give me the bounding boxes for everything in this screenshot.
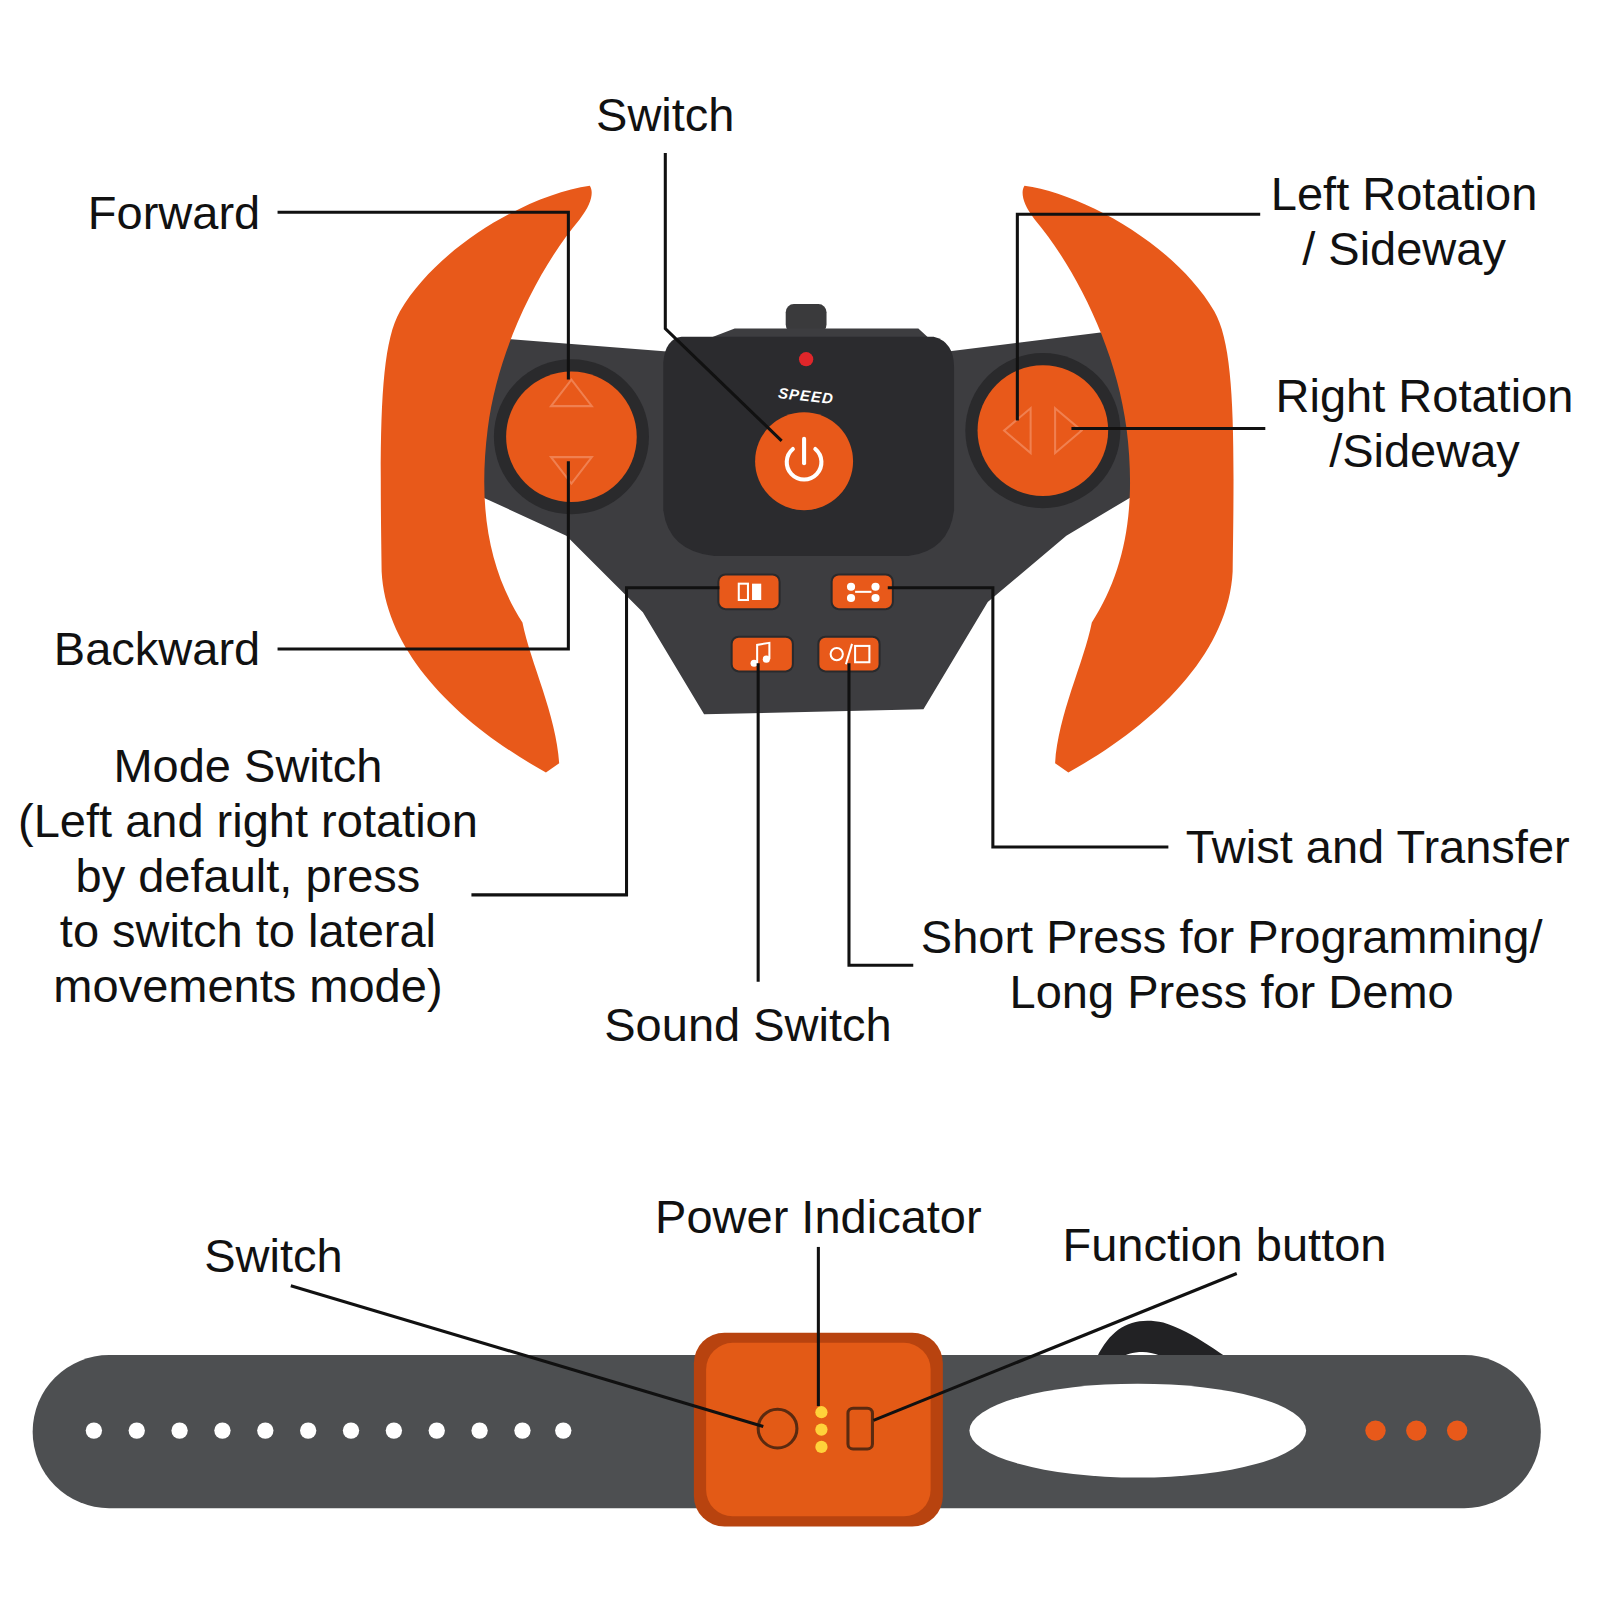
leader-line	[849, 663, 913, 965]
left-pad-ring	[494, 359, 649, 514]
power-lights	[815, 1441, 827, 1453]
strap-hole	[969, 1384, 1306, 1478]
power-lights	[815, 1406, 827, 1418]
controller-body	[478, 329, 1135, 715]
watch-switch	[758, 1409, 797, 1448]
leader-line	[873, 1273, 1236, 1420]
button-icon	[739, 584, 748, 600]
power-button	[755, 412, 853, 510]
button-icon	[763, 656, 770, 663]
leader-line	[1071, 427, 1265, 430]
strap-holes	[257, 1422, 273, 1438]
strap-studs	[1365, 1420, 1385, 1440]
callout-label: Switch	[204, 1228, 342, 1283]
callout-label: Short Press for Programming/ Long Press …	[921, 909, 1543, 1019]
leader-line	[817, 1247, 820, 1406]
button-icon	[751, 660, 758, 667]
remote-controller	[381, 186, 1234, 773]
strap-holes	[471, 1422, 487, 1438]
power-icon	[802, 439, 806, 463]
function-button	[848, 1408, 872, 1449]
button-icon	[847, 583, 855, 591]
leader-line	[665, 153, 781, 441]
callout-label: Power Indicator	[655, 1189, 982, 1244]
power-lights	[815, 1406, 827, 1453]
leader-line	[278, 461, 569, 649]
mode-button	[718, 574, 779, 609]
strap-studs	[1365, 1420, 1467, 1440]
button-icon	[752, 584, 761, 600]
strap-holes	[86, 1422, 572, 1438]
printed-marking: SPEED	[777, 384, 834, 408]
leader-line	[1017, 214, 1260, 420]
button-icon	[855, 591, 871, 593]
strap-holes	[343, 1422, 359, 1438]
button-icon	[871, 594, 879, 602]
callout-label: Sound Switch	[604, 997, 891, 1052]
leader-line	[757, 663, 760, 981]
callout-label: Right Rotation /Sideway	[1276, 368, 1574, 478]
callout-label: Function button	[1062, 1217, 1386, 1272]
strap-holes	[300, 1422, 316, 1438]
strap-holes	[429, 1422, 445, 1438]
leader-line	[888, 588, 1169, 847]
strap-holes	[386, 1422, 402, 1438]
strap-studs	[1447, 1420, 1467, 1440]
button-icon	[847, 594, 855, 602]
strap-holes	[514, 1422, 530, 1438]
callout-label: Twist and Transfer	[1186, 819, 1570, 874]
leader-line	[278, 212, 569, 379]
button-icon	[757, 643, 769, 663]
strap-holes	[171, 1422, 187, 1438]
callout-label: Mode Switch (Left and right rotation by …	[18, 738, 478, 1013]
sound-button	[732, 637, 793, 672]
pad-arrows	[1004, 408, 1082, 453]
strap-holes	[129, 1422, 145, 1438]
callout-label: Left Rotation / Sideway	[1271, 166, 1538, 276]
callout-label: Forward	[88, 185, 260, 240]
watch-band	[33, 1321, 1541, 1527]
button-icon	[855, 646, 869, 662]
power-lights	[815, 1423, 827, 1435]
button-icon	[846, 644, 852, 664]
strap-holes	[214, 1422, 230, 1438]
button-icon	[831, 648, 843, 660]
button-icon	[871, 583, 879, 591]
left-pad	[506, 371, 637, 502]
strap-studs	[1406, 1420, 1426, 1440]
leader-line	[291, 1286, 763, 1427]
pad-arrows	[551, 380, 592, 484]
strap-holes	[86, 1422, 102, 1438]
indicator-led	[799, 352, 813, 366]
strap-holes	[555, 1422, 571, 1438]
right-pad-ring	[965, 353, 1120, 508]
callout-label: Backward	[54, 621, 260, 676]
callout-label: Switch	[596, 87, 734, 142]
right-pad	[978, 365, 1109, 496]
twist-button	[832, 574, 893, 609]
antenna-bump	[786, 304, 827, 333]
leader-line	[471, 588, 719, 895]
